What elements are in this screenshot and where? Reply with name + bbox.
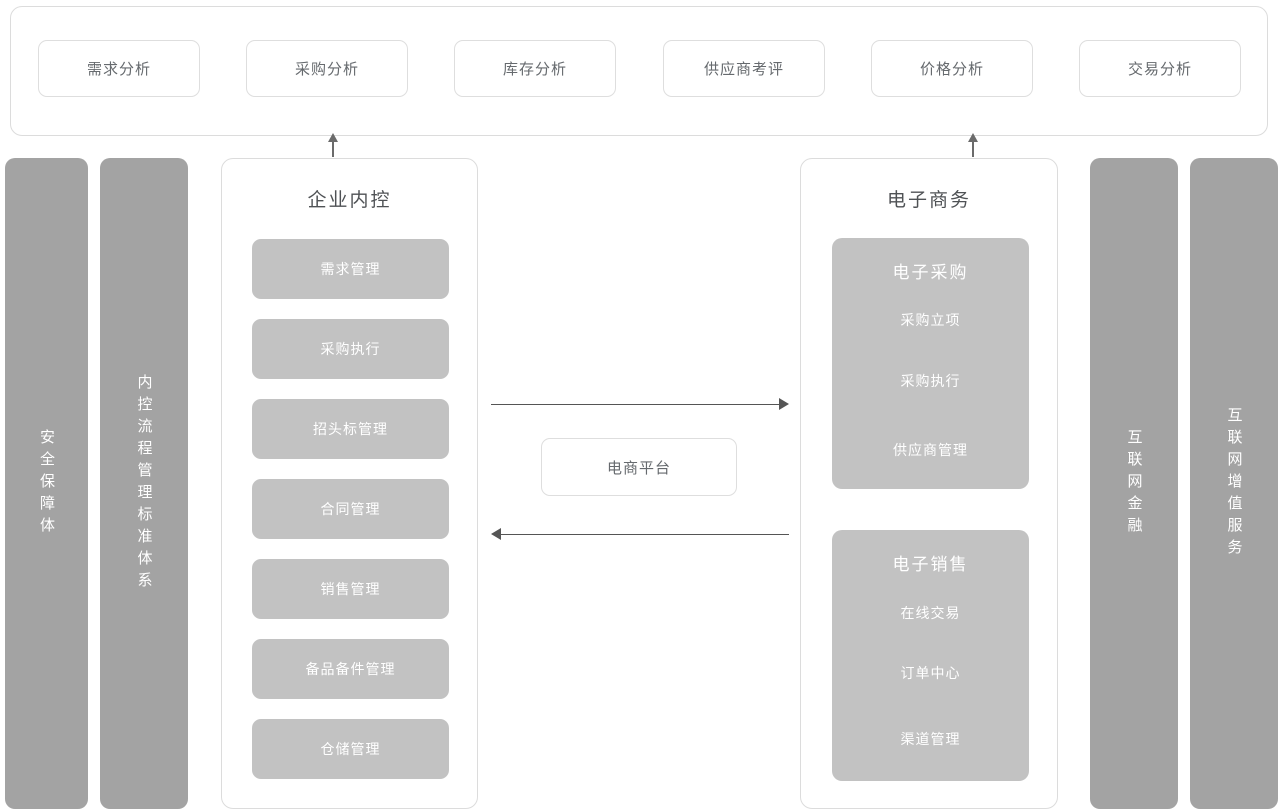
ecommerce-title: 电子商务	[886, 190, 971, 211]
item-label: 仓储管理	[320, 741, 381, 757]
internal-control-item-bidding[interactable]: 招头标管理	[252, 399, 449, 459]
arrow-head	[327, 133, 338, 142]
arrow-shaft	[491, 403, 780, 405]
internal-control-title: 企业内控	[307, 190, 392, 211]
side-bar-label: 安全保障体	[38, 428, 55, 539]
item-label: 合同管理	[320, 501, 381, 517]
right-arrow-icon	[491, 398, 789, 410]
ecommerce-platform-label: 电商平台	[606, 459, 671, 477]
internal-control-item-sales[interactable]: 销售管理	[252, 559, 449, 619]
analytics-button-label: 采购分析	[294, 61, 359, 78]
ecommerce-platform-box[interactable]: 电商平台	[541, 438, 737, 496]
analytics-button-label: 库存分析	[502, 61, 567, 78]
ecommerce-subitem-supplier-management[interactable]: 供应商管理	[832, 440, 1029, 460]
ecommerce-subitem-online-trading[interactable]: 在线交易	[832, 603, 1029, 623]
ecommerce-subitem-procurement-execution[interactable]: 采购执行	[832, 371, 1029, 391]
internal-control-item-warehouse[interactable]: 仓储管理	[252, 719, 449, 779]
item-label: 采购执行	[320, 341, 381, 357]
subitem-label: 供应商管理	[893, 442, 968, 458]
side-bar-internet-value-added-services[interactable]: 互联网增值服务	[1190, 158, 1278, 809]
side-bar-internet-finance[interactable]: 互联网金融	[1090, 158, 1178, 809]
internal-control-item-spare-parts[interactable]: 备品备件管理	[252, 639, 449, 699]
ecommerce-group-title: 电子采购	[892, 263, 969, 282]
subitem-label: 在线交易	[900, 605, 961, 621]
arrow-shaft	[332, 139, 334, 157]
ecommerce-panel: 电子商务 电子采购 采购立项 采购执行 供应商管理 电子销售 在线交易 订单中心…	[800, 158, 1058, 809]
item-label: 需求管理	[320, 261, 381, 277]
side-bar-label: 互联网金融	[1125, 428, 1143, 539]
analytics-button-transaction[interactable]: 交易分析	[1079, 40, 1241, 97]
arrow-head	[491, 528, 501, 540]
analytics-button-label: 供应商考评	[703, 61, 784, 78]
arrow-head	[779, 398, 789, 410]
ecommerce-group-title: 电子销售	[892, 555, 969, 574]
ecommerce-subitem-channel-management[interactable]: 渠道管理	[832, 729, 1029, 749]
up-arrow-icon-right	[966, 133, 980, 157]
analytics-button-procurement[interactable]: 采购分析	[246, 40, 408, 97]
side-bar-label: 互联网增值服务	[1225, 406, 1243, 561]
ecommerce-group-eprocurement[interactable]: 电子采购 采购立项 采购执行 供应商管理	[832, 238, 1029, 489]
arrow-head	[967, 133, 978, 142]
analytics-button-label: 交易分析	[1127, 61, 1192, 78]
arrow-shaft	[500, 533, 789, 535]
analytics-button-requirement[interactable]: 需求分析	[38, 40, 200, 97]
analytics-button-inventory[interactable]: 库存分析	[454, 40, 616, 97]
subitem-label: 采购执行	[900, 373, 961, 389]
analytics-button-label: 价格分析	[919, 61, 984, 78]
arrow-shaft	[972, 139, 974, 157]
side-bar-internal-control-standards[interactable]: 内控流程管理标准体系	[100, 158, 188, 809]
item-label: 销售管理	[320, 581, 381, 597]
side-bar-label: 内控流程管理标准体系	[135, 373, 153, 594]
side-bar-security[interactable]: 安全保障体	[5, 158, 88, 809]
item-label: 招头标管理	[313, 421, 388, 437]
up-arrow-icon-left	[326, 133, 340, 157]
left-arrow-icon	[491, 528, 789, 540]
analytics-button-supplier-evaluation[interactable]: 供应商考评	[663, 40, 825, 97]
internal-control-item-contract[interactable]: 合同管理	[252, 479, 449, 539]
analytics-button-label: 需求分析	[86, 61, 151, 78]
ecommerce-subitem-order-center[interactable]: 订单中心	[832, 663, 1029, 683]
internal-control-item-requirement[interactable]: 需求管理	[252, 239, 449, 299]
ecommerce-subitem-procurement-initiation[interactable]: 采购立项	[832, 310, 1029, 330]
internal-control-item-procurement-execution[interactable]: 采购执行	[252, 319, 449, 379]
internal-control-panel: 企业内控 需求管理 采购执行 招头标管理 合同管理 销售管理 备品备件管理 仓储…	[221, 158, 478, 809]
item-label: 备品备件管理	[305, 661, 396, 677]
analytics-button-price[interactable]: 价格分析	[871, 40, 1033, 97]
analytics-panel: 需求分析 采购分析 库存分析 供应商考评 价格分析 交易分析	[10, 6, 1268, 136]
subitem-label: 渠道管理	[900, 731, 961, 747]
subitem-label: 采购立项	[900, 312, 961, 328]
subitem-label: 订单中心	[900, 665, 961, 681]
ecommerce-group-esales[interactable]: 电子销售 在线交易 订单中心 渠道管理	[832, 530, 1029, 781]
